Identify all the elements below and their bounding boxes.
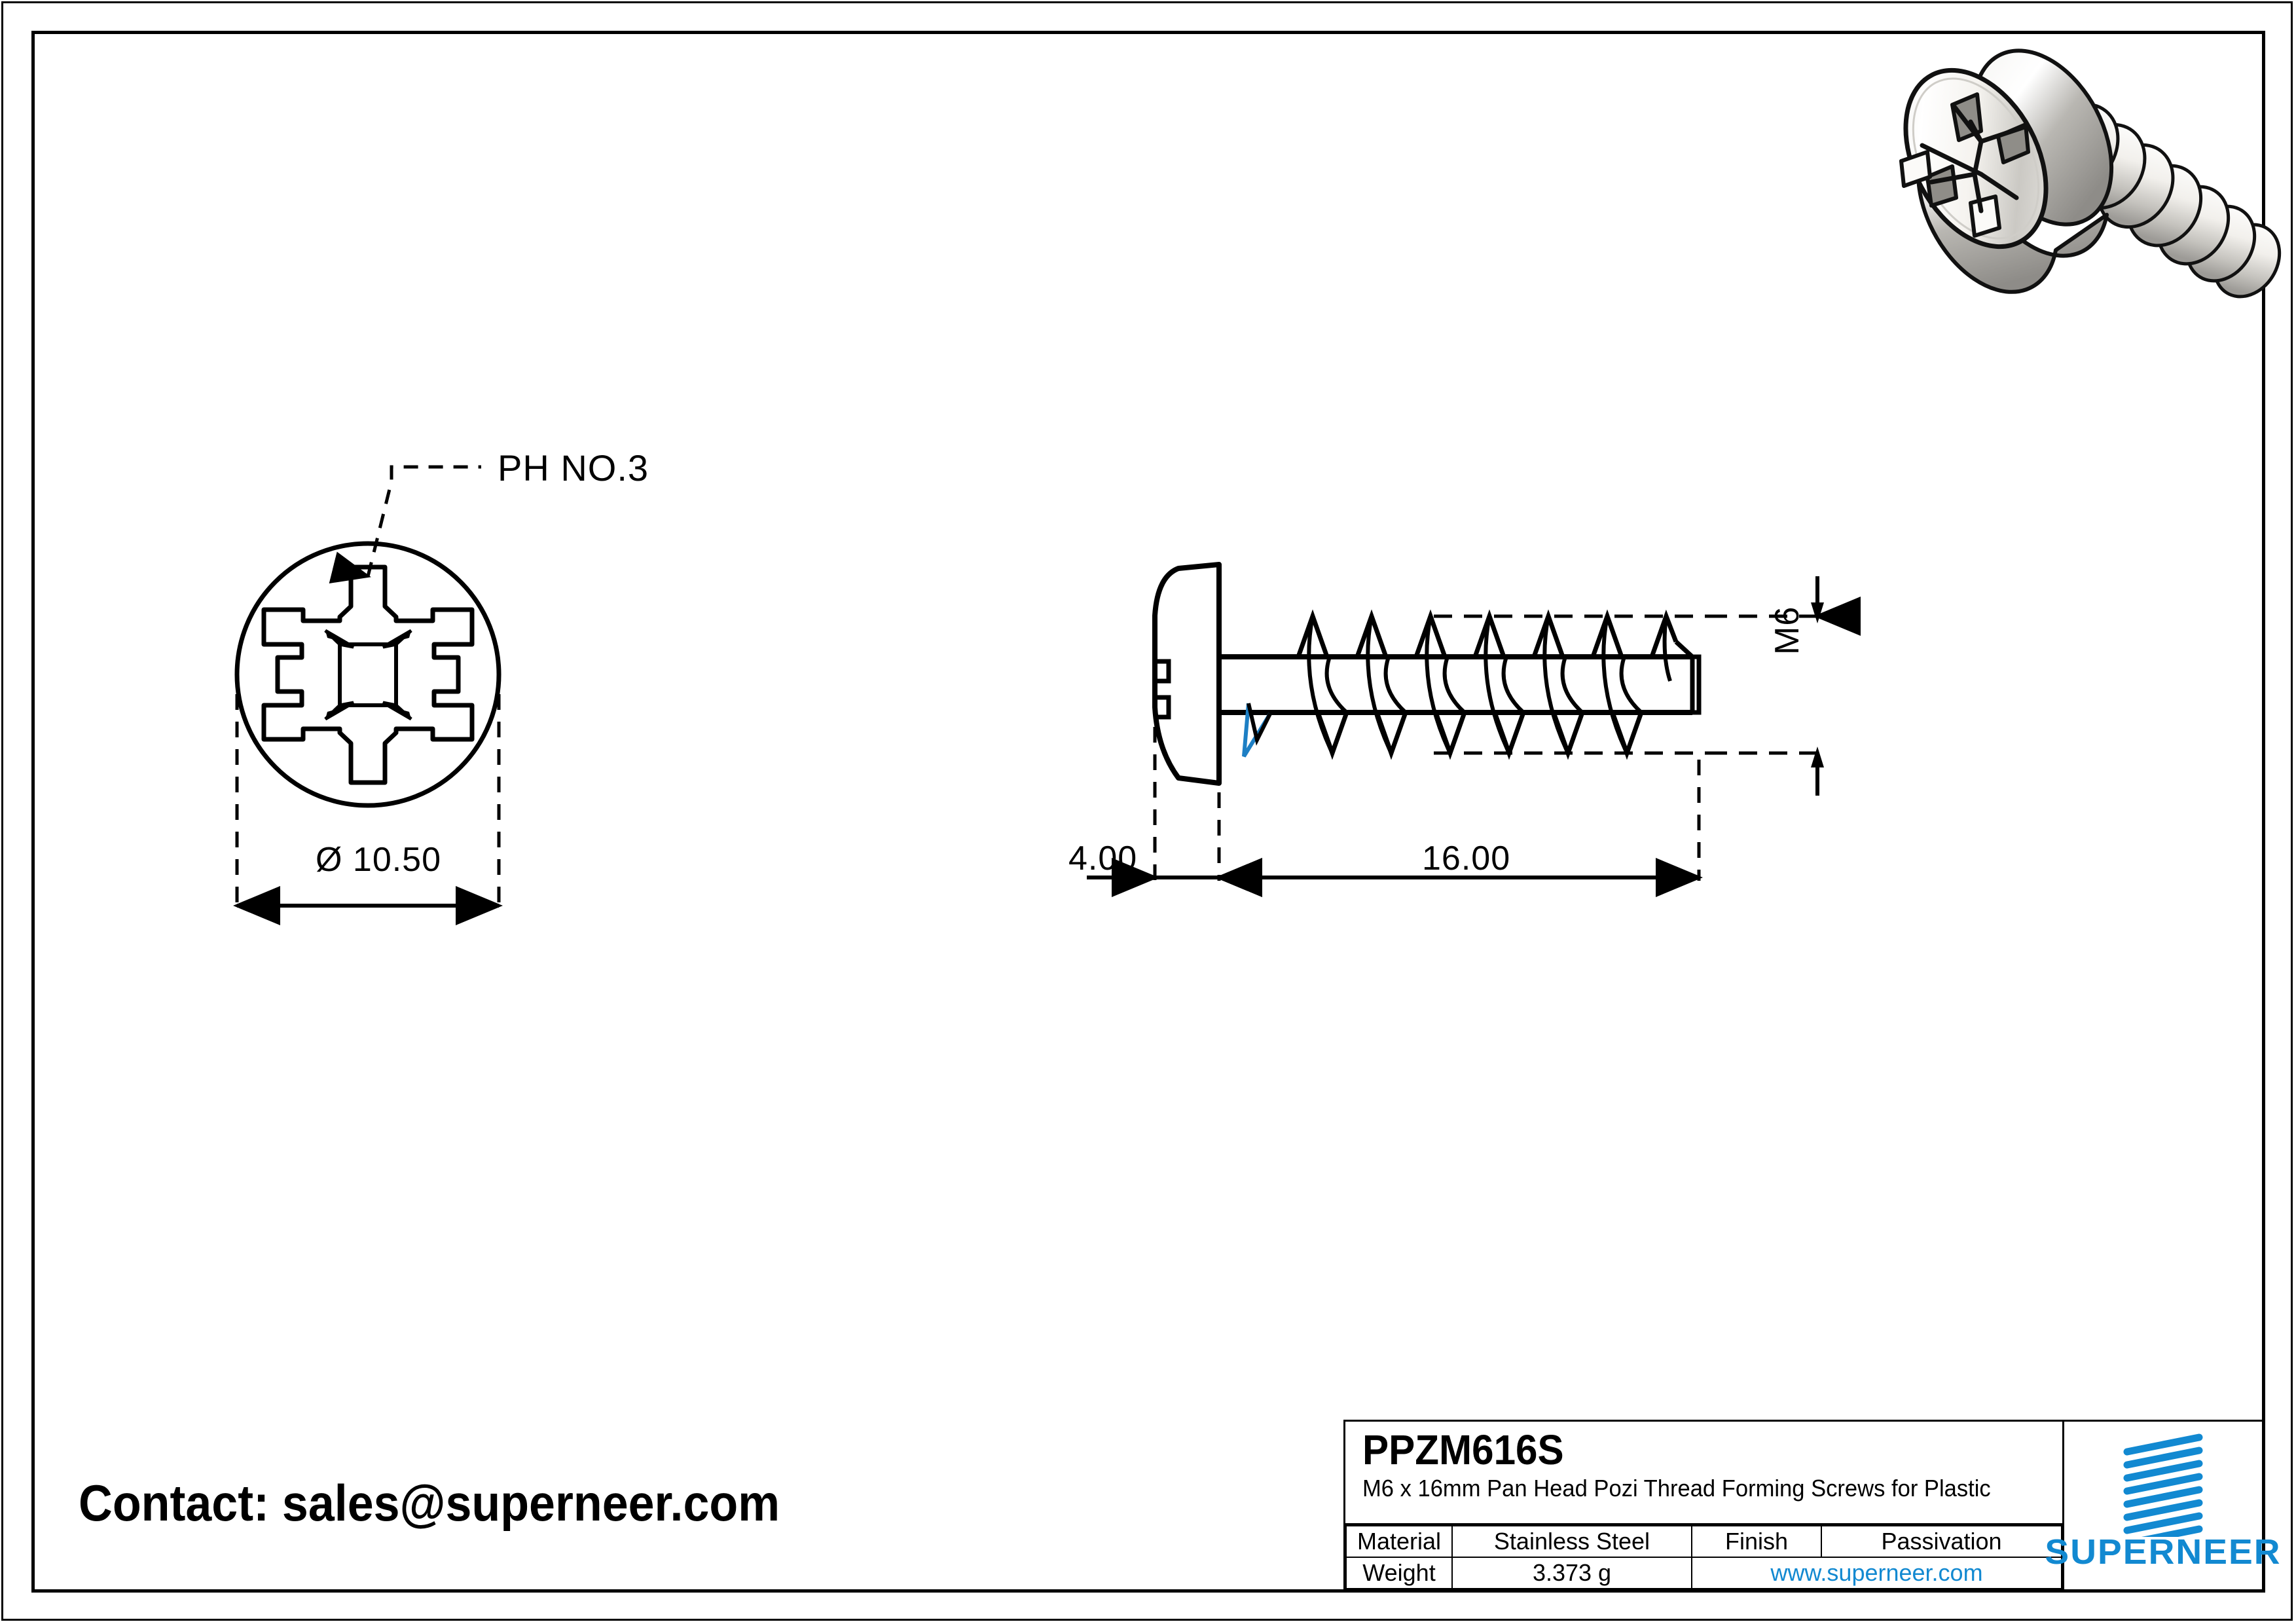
spec-table: Material Stainless Steel Finish Passivat…: [1345, 1523, 2062, 1589]
part-info: PPZM616S M6 x 16mm Pan Head Pozi Thread …: [1345, 1422, 2062, 1523]
screw-3d-render: [1899, 48, 2282, 299]
weight-value: 3.373 g: [1451, 1557, 1692, 1589]
drawing-frame: [31, 31, 2265, 1593]
contact-email-text: Contact: sales@superneer.com: [79, 1474, 780, 1532]
head-diameter-dimension-label: Ø 10.50: [316, 841, 442, 879]
part-number: PPZM616S: [1362, 1426, 1564, 1473]
part-description: M6 x 16mm Pan Head Pozi Thread Forming S…: [1362, 1475, 1991, 1502]
superneer-logo-icon: [2123, 1433, 2203, 1537]
thread-length-dimension-label: 16.00: [1422, 840, 1511, 877]
head-height-dimension-label: 4.00: [1068, 840, 1138, 877]
weight-label: Weight: [1345, 1557, 1453, 1589]
material-value: Stainless Steel: [1451, 1525, 1692, 1558]
thread-size-dimension-label: M6: [1768, 606, 1806, 655]
website-link[interactable]: www.superneer.com: [1691, 1557, 2062, 1589]
brand-panel: SUPERNEER: [2045, 1422, 2280, 1589]
finish-value: Passivation: [1821, 1525, 2062, 1558]
table-row: Weight 3.373 g www.superneer.com: [1345, 1557, 2062, 1589]
drive-callout-label: PH NO.3: [498, 447, 649, 489]
superneer-wordmark: SUPERNEER: [2045, 1532, 2282, 1572]
finish-label: Finish: [1691, 1525, 1822, 1558]
title-block: PPZM616S M6 x 16mm Pan Head Pozi Thread …: [1343, 1420, 2280, 1591]
material-label: Material: [1345, 1525, 1453, 1558]
table-row: Material Stainless Steel Finish Passivat…: [1345, 1525, 2062, 1558]
title-block-main: PPZM616S M6 x 16mm Pan Head Pozi Thread …: [1345, 1422, 2064, 1589]
